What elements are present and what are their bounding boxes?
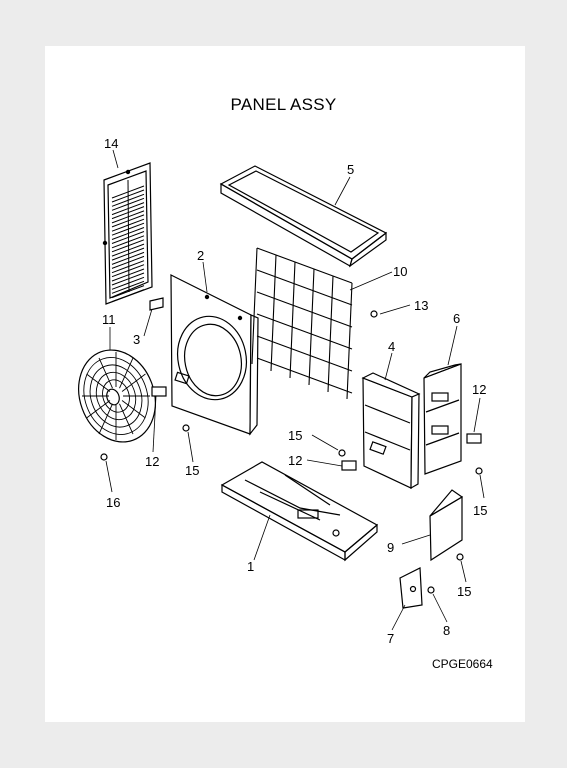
part-2-front-panel	[170, 274, 259, 436]
part-4-side-panel	[361, 372, 421, 490]
part-14-rear-grille	[102, 162, 153, 305]
callout-7: 7	[387, 631, 394, 646]
part-15-screw-d	[456, 553, 464, 561]
part-15-screw-c	[475, 467, 483, 475]
callout-5: 5	[347, 162, 354, 177]
callout-15-right: 15	[473, 503, 487, 518]
part-9-bracket	[429, 489, 464, 562]
callout-12-left: 12	[145, 454, 159, 469]
callout-11: 11	[102, 312, 116, 327]
callout-9: 9	[387, 540, 394, 555]
drawing-code: CPGE0664	[432, 657, 493, 671]
callout-8: 8	[443, 623, 450, 638]
part-6-rear-corner-panel	[423, 363, 462, 475]
part-8-screw	[427, 586, 435, 594]
callout-3: 3	[133, 332, 140, 347]
callout-15-left: 15	[185, 463, 199, 478]
part-15-screw-a	[182, 424, 190, 432]
part-12-clip-right	[466, 433, 482, 444]
callout-labels: 14 5 2 10 13 6 3 11 4 12 15 12 12 16 15 …	[102, 136, 487, 646]
part-5-top-panel	[219, 165, 388, 268]
part-3-label-plate	[149, 297, 164, 311]
part-16-screw	[100, 453, 108, 461]
leader-lines	[105, 149, 485, 631]
callout-12-middle: 12	[288, 453, 302, 468]
callout-1: 1	[247, 559, 254, 574]
callout-15-middle: 15	[288, 428, 302, 443]
callout-16: 16	[106, 495, 120, 510]
callout-14: 14	[104, 136, 118, 151]
part-11-fan-guard	[78, 349, 156, 443]
callout-2: 2	[197, 248, 204, 263]
callout-10: 10	[393, 264, 407, 279]
callout-13: 13	[414, 298, 428, 313]
callout-15-bottom: 15	[457, 584, 471, 599]
callout-4: 4	[388, 339, 395, 354]
callout-12-right: 12	[472, 382, 486, 397]
part-13-screw	[370, 310, 378, 318]
part-1-base-pan	[220, 461, 379, 562]
part-12-clip-left	[151, 386, 167, 397]
callout-6: 6	[453, 311, 460, 326]
part-12-clip-middle	[341, 460, 357, 471]
diagram-title: PANEL ASSY	[230, 95, 337, 114]
part-15-screw-b	[338, 449, 346, 457]
part-7-valve-cover	[399, 567, 423, 609]
part-10-wire-guard	[251, 247, 353, 400]
